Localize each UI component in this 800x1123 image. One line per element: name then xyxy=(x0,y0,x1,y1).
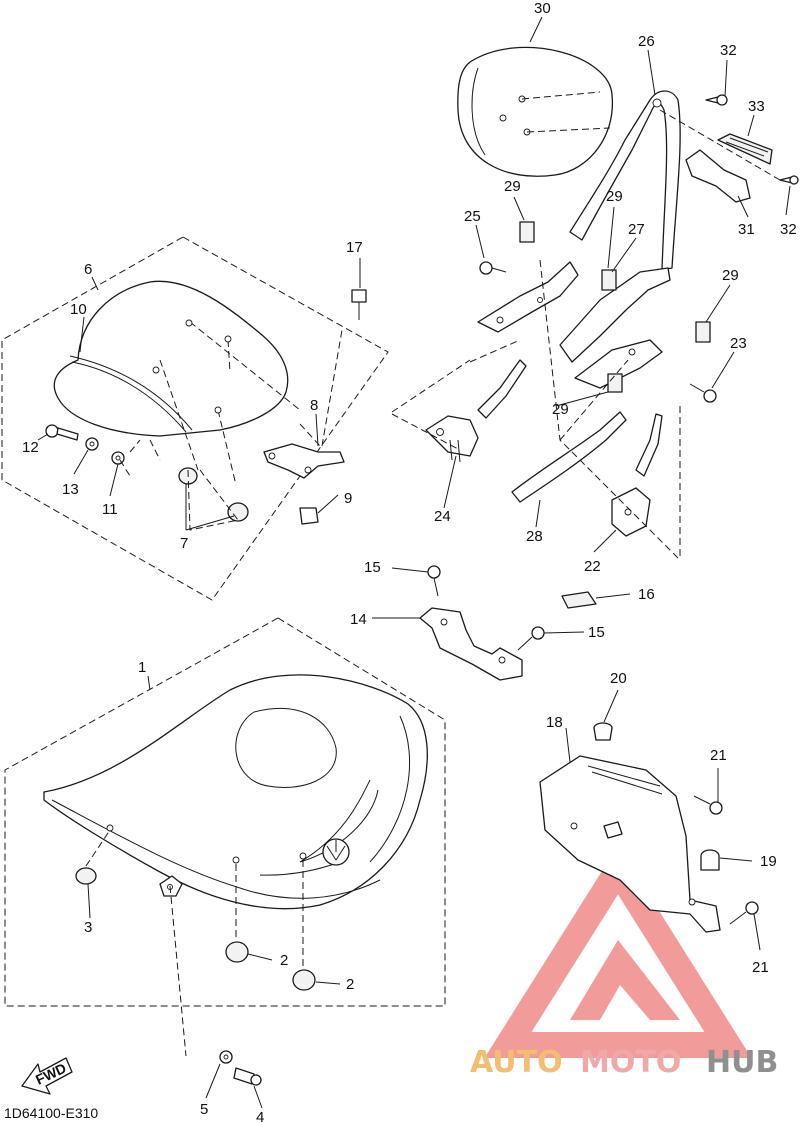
washer-13 xyxy=(85,437,99,451)
callout-29-d: 29 xyxy=(552,401,569,418)
callout-12: 12 xyxy=(22,439,39,456)
stay-28 xyxy=(511,411,627,503)
callout-19: 19 xyxy=(760,853,777,870)
callout-30: 30 xyxy=(534,0,551,17)
callout-23: 23 xyxy=(730,335,747,352)
callout-29-c: 29 xyxy=(722,267,739,284)
callout-2-a: 2 xyxy=(280,952,288,969)
callout-31: 31 xyxy=(738,221,755,238)
bolt-23 xyxy=(689,383,717,403)
rear-seat-group-outline xyxy=(1,236,389,601)
drawing-code: 1D64100-E310 xyxy=(4,1105,98,1121)
callout-15-side: 15 xyxy=(588,624,605,641)
callout-33: 33 xyxy=(748,98,765,115)
callout-21-top: 21 xyxy=(710,747,727,764)
bolt-4 xyxy=(233,1067,262,1086)
callout-16: 16 xyxy=(638,586,655,603)
callout-1: 1 xyxy=(138,659,146,676)
callout-29-a: 29 xyxy=(504,178,521,195)
front-seat xyxy=(43,674,428,968)
bolt-15-top xyxy=(427,565,441,597)
rubber-pad-29d xyxy=(607,373,623,393)
callout-32-side: 32 xyxy=(780,221,797,238)
watermark-moto: MOTO xyxy=(580,1045,681,1080)
callout-8: 8 xyxy=(310,397,318,414)
bolt-32-top xyxy=(705,94,728,106)
damper-7-b xyxy=(227,502,249,522)
watermark-logo xyxy=(484,845,752,1058)
rubber-pad-29c xyxy=(695,321,711,343)
callout-25: 25 xyxy=(464,208,481,225)
callout-2-b: 2 xyxy=(346,976,354,993)
bolt-21-bottom xyxy=(729,901,759,925)
bolt-25 xyxy=(479,261,507,275)
bolt-21-top xyxy=(693,795,723,815)
leader-lines xyxy=(37,16,791,1109)
damper-2-a xyxy=(225,941,249,963)
watermark-hub: HUB xyxy=(706,1045,778,1080)
latch-assembly-24 xyxy=(425,359,527,463)
callout-6: 6 xyxy=(84,261,92,278)
callout-3: 3 xyxy=(84,919,92,936)
callout-32-top: 32 xyxy=(720,42,737,59)
grommet-20 xyxy=(593,722,613,741)
side-cover-18 xyxy=(539,755,721,933)
callout-29-b: 29 xyxy=(606,188,623,205)
callout-7: 7 xyxy=(180,535,188,552)
rear-seat-bracket-8 xyxy=(263,443,345,479)
cap-19 xyxy=(700,849,720,871)
callout-5: 5 xyxy=(200,1101,208,1118)
callout-11: 11 xyxy=(102,501,118,518)
damper-2-b xyxy=(292,969,316,991)
plate-33 xyxy=(717,133,773,165)
side-plate-left xyxy=(477,261,579,333)
bolt-15-side xyxy=(517,626,545,651)
callout-28: 28 xyxy=(526,528,543,545)
pad-16 xyxy=(561,591,597,609)
rubber-pad-29b xyxy=(601,269,617,291)
bolt-17 xyxy=(351,289,367,320)
assembly-lines xyxy=(85,109,781,1057)
bracket-14 xyxy=(419,607,523,681)
bracket-31 xyxy=(685,149,751,203)
callout-24: 24 xyxy=(434,508,451,525)
bolt-32-side xyxy=(779,175,799,185)
callout-4: 4 xyxy=(256,1109,264,1123)
washer-11 xyxy=(111,451,125,465)
callout-18: 18 xyxy=(546,714,563,731)
collar-9 xyxy=(299,507,319,525)
callout-20: 20 xyxy=(610,670,627,687)
side-plate-right xyxy=(559,267,671,389)
damper-3 xyxy=(75,867,97,885)
washer-5 xyxy=(219,1050,233,1064)
rear-seat xyxy=(53,280,301,486)
callout-26: 26 xyxy=(638,33,655,50)
watermark: AUTO MOTO HUB xyxy=(470,845,778,1080)
callout-27: 27 xyxy=(628,221,645,238)
callout-15-top: 15 xyxy=(364,559,381,576)
callout-10: 10 xyxy=(70,301,87,318)
front-seat-tab xyxy=(159,875,183,897)
fwd-arrow: FWD xyxy=(21,1057,73,1095)
callout-9: 9 xyxy=(344,490,352,507)
callout-13: 13 xyxy=(62,481,79,498)
watermark-auto: AUTO xyxy=(470,1045,563,1080)
rubber-pad-29a xyxy=(519,221,535,243)
backrest-pad xyxy=(457,46,614,177)
callout-21-bottom: 21 xyxy=(752,959,769,976)
callout-22: 22 xyxy=(584,558,601,575)
callout-17: 17 xyxy=(346,239,363,256)
callout-14: 14 xyxy=(350,611,367,628)
bolt-12 xyxy=(45,424,79,441)
